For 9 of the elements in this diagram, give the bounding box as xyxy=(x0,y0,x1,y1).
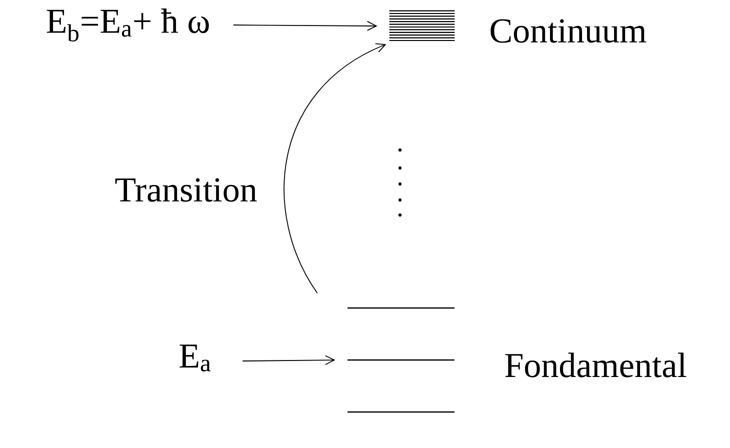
level-label: Continuum xyxy=(490,19,646,43)
formula-label: E$_{a}$ xyxy=(180,344,211,372)
arrow xyxy=(232,20,378,31)
level-label: Fondamental xyxy=(505,352,686,378)
arrow xyxy=(242,355,336,366)
formula-label: E$_{b}$=E$_{a}$+ ħ ω xyxy=(46,8,209,42)
edge-label: Transition xyxy=(115,178,257,202)
curved-arrow xyxy=(284,43,386,294)
continuum-levels-drawing xyxy=(389,10,455,42)
